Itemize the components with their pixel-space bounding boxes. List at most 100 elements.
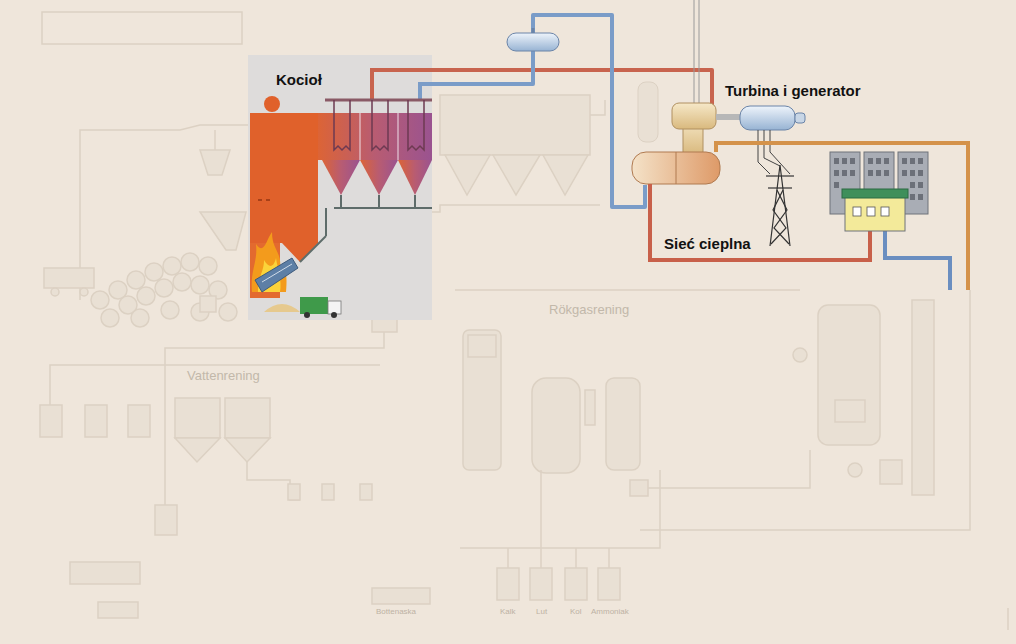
windows xyxy=(834,158,923,200)
faded-conveyor xyxy=(432,205,600,212)
feedwater-pipe xyxy=(420,84,432,100)
steam-pipe xyxy=(432,70,712,80)
faded-scrubber xyxy=(818,305,880,445)
window xyxy=(910,170,915,176)
tube-bundle xyxy=(372,100,388,150)
window xyxy=(918,170,923,176)
feedwater-return-pipe xyxy=(432,15,645,207)
faded-waste xyxy=(199,257,217,275)
grate-line xyxy=(262,264,292,282)
steam-pipe xyxy=(372,70,432,100)
pylon-brace xyxy=(771,190,786,244)
faded-section-label: Vattenrening xyxy=(186,368,261,384)
faded-part-label: Lut xyxy=(535,607,548,617)
ash-hopper xyxy=(360,160,398,195)
faded-duct xyxy=(455,289,800,291)
faded-line xyxy=(640,450,810,488)
faded-pipe xyxy=(80,125,248,300)
faded-tank xyxy=(128,405,150,437)
faded-box xyxy=(360,484,372,500)
turbine xyxy=(672,103,716,129)
faded-crane xyxy=(200,150,230,175)
house xyxy=(845,197,905,231)
faded-vessel xyxy=(638,82,658,142)
truck-wheel xyxy=(331,312,337,318)
faded-line xyxy=(640,290,970,530)
ash-chute xyxy=(300,236,326,262)
faded-waste xyxy=(155,279,173,297)
faded-line xyxy=(460,470,660,548)
window xyxy=(867,207,875,216)
faded-part xyxy=(835,400,865,422)
grate xyxy=(255,258,298,292)
faded-truck xyxy=(44,268,94,288)
faded-truck xyxy=(98,602,138,618)
faded-pump xyxy=(630,480,648,496)
ash-conveyor xyxy=(334,207,432,209)
faded-waste xyxy=(101,309,119,327)
faded-part-label: Ammoniak xyxy=(590,607,630,617)
faded-truck xyxy=(70,562,140,584)
ash-hopper xyxy=(398,160,432,195)
heat-network-label: Sieć cieplna xyxy=(663,235,752,253)
window xyxy=(853,207,861,216)
window xyxy=(850,170,855,176)
faded-waste xyxy=(181,253,199,271)
shaft xyxy=(716,114,740,120)
turbine-label: Turbina i generator xyxy=(725,82,861,100)
faded-chemical-tank xyxy=(598,568,620,600)
ash-outlet xyxy=(340,195,342,208)
ash-outlets xyxy=(300,195,432,262)
faded-line xyxy=(540,470,542,568)
faded-column xyxy=(532,378,580,473)
truck-wheel xyxy=(304,312,310,318)
faded-wheel xyxy=(51,288,59,296)
faded-waste xyxy=(219,303,237,321)
furnace-funnel xyxy=(282,243,318,262)
faded-silo xyxy=(543,155,588,195)
window xyxy=(902,158,907,164)
boiler-label: Kocioł xyxy=(276,71,322,89)
furnace-mark xyxy=(258,199,262,201)
window xyxy=(876,170,881,176)
tube-bundle xyxy=(408,100,424,150)
faded-tray xyxy=(372,588,430,604)
condenser xyxy=(632,152,720,184)
window xyxy=(834,158,839,164)
faded-silo xyxy=(493,155,540,195)
faded-part-label: Kol xyxy=(569,607,583,617)
faded-chemical-tank xyxy=(565,568,587,600)
pass-wall xyxy=(360,113,361,160)
faded-tank xyxy=(225,398,270,438)
faded-part-label: Bottenaska xyxy=(375,607,417,617)
window xyxy=(850,158,855,164)
boiler-drum xyxy=(264,96,280,112)
ash-hopper xyxy=(322,160,360,195)
generator xyxy=(740,106,795,130)
faded-section-label: Rökgasrening xyxy=(548,302,630,318)
faded-pump xyxy=(848,463,862,477)
faded-plant xyxy=(40,12,1008,630)
faded-waste xyxy=(161,301,179,319)
steam-pipe xyxy=(710,80,714,106)
faded-waste xyxy=(191,276,209,294)
apartment-blocks xyxy=(830,152,928,231)
power-lines xyxy=(758,130,790,174)
page-mark xyxy=(1007,608,1009,630)
faded-frame xyxy=(42,12,242,44)
pylon-legs xyxy=(770,165,790,246)
faded-waste xyxy=(127,271,145,289)
pylon-brace xyxy=(774,190,789,244)
window xyxy=(881,207,889,216)
faded-column xyxy=(463,330,501,470)
house-roof xyxy=(842,189,908,198)
tube-bundles xyxy=(334,100,424,150)
bottom-ash-pile xyxy=(264,304,300,312)
faded-box xyxy=(288,484,300,500)
faded-tank-cone xyxy=(175,438,220,462)
window xyxy=(910,158,915,164)
faded-line xyxy=(247,462,300,500)
window xyxy=(842,158,847,164)
faded-tank xyxy=(40,405,62,437)
